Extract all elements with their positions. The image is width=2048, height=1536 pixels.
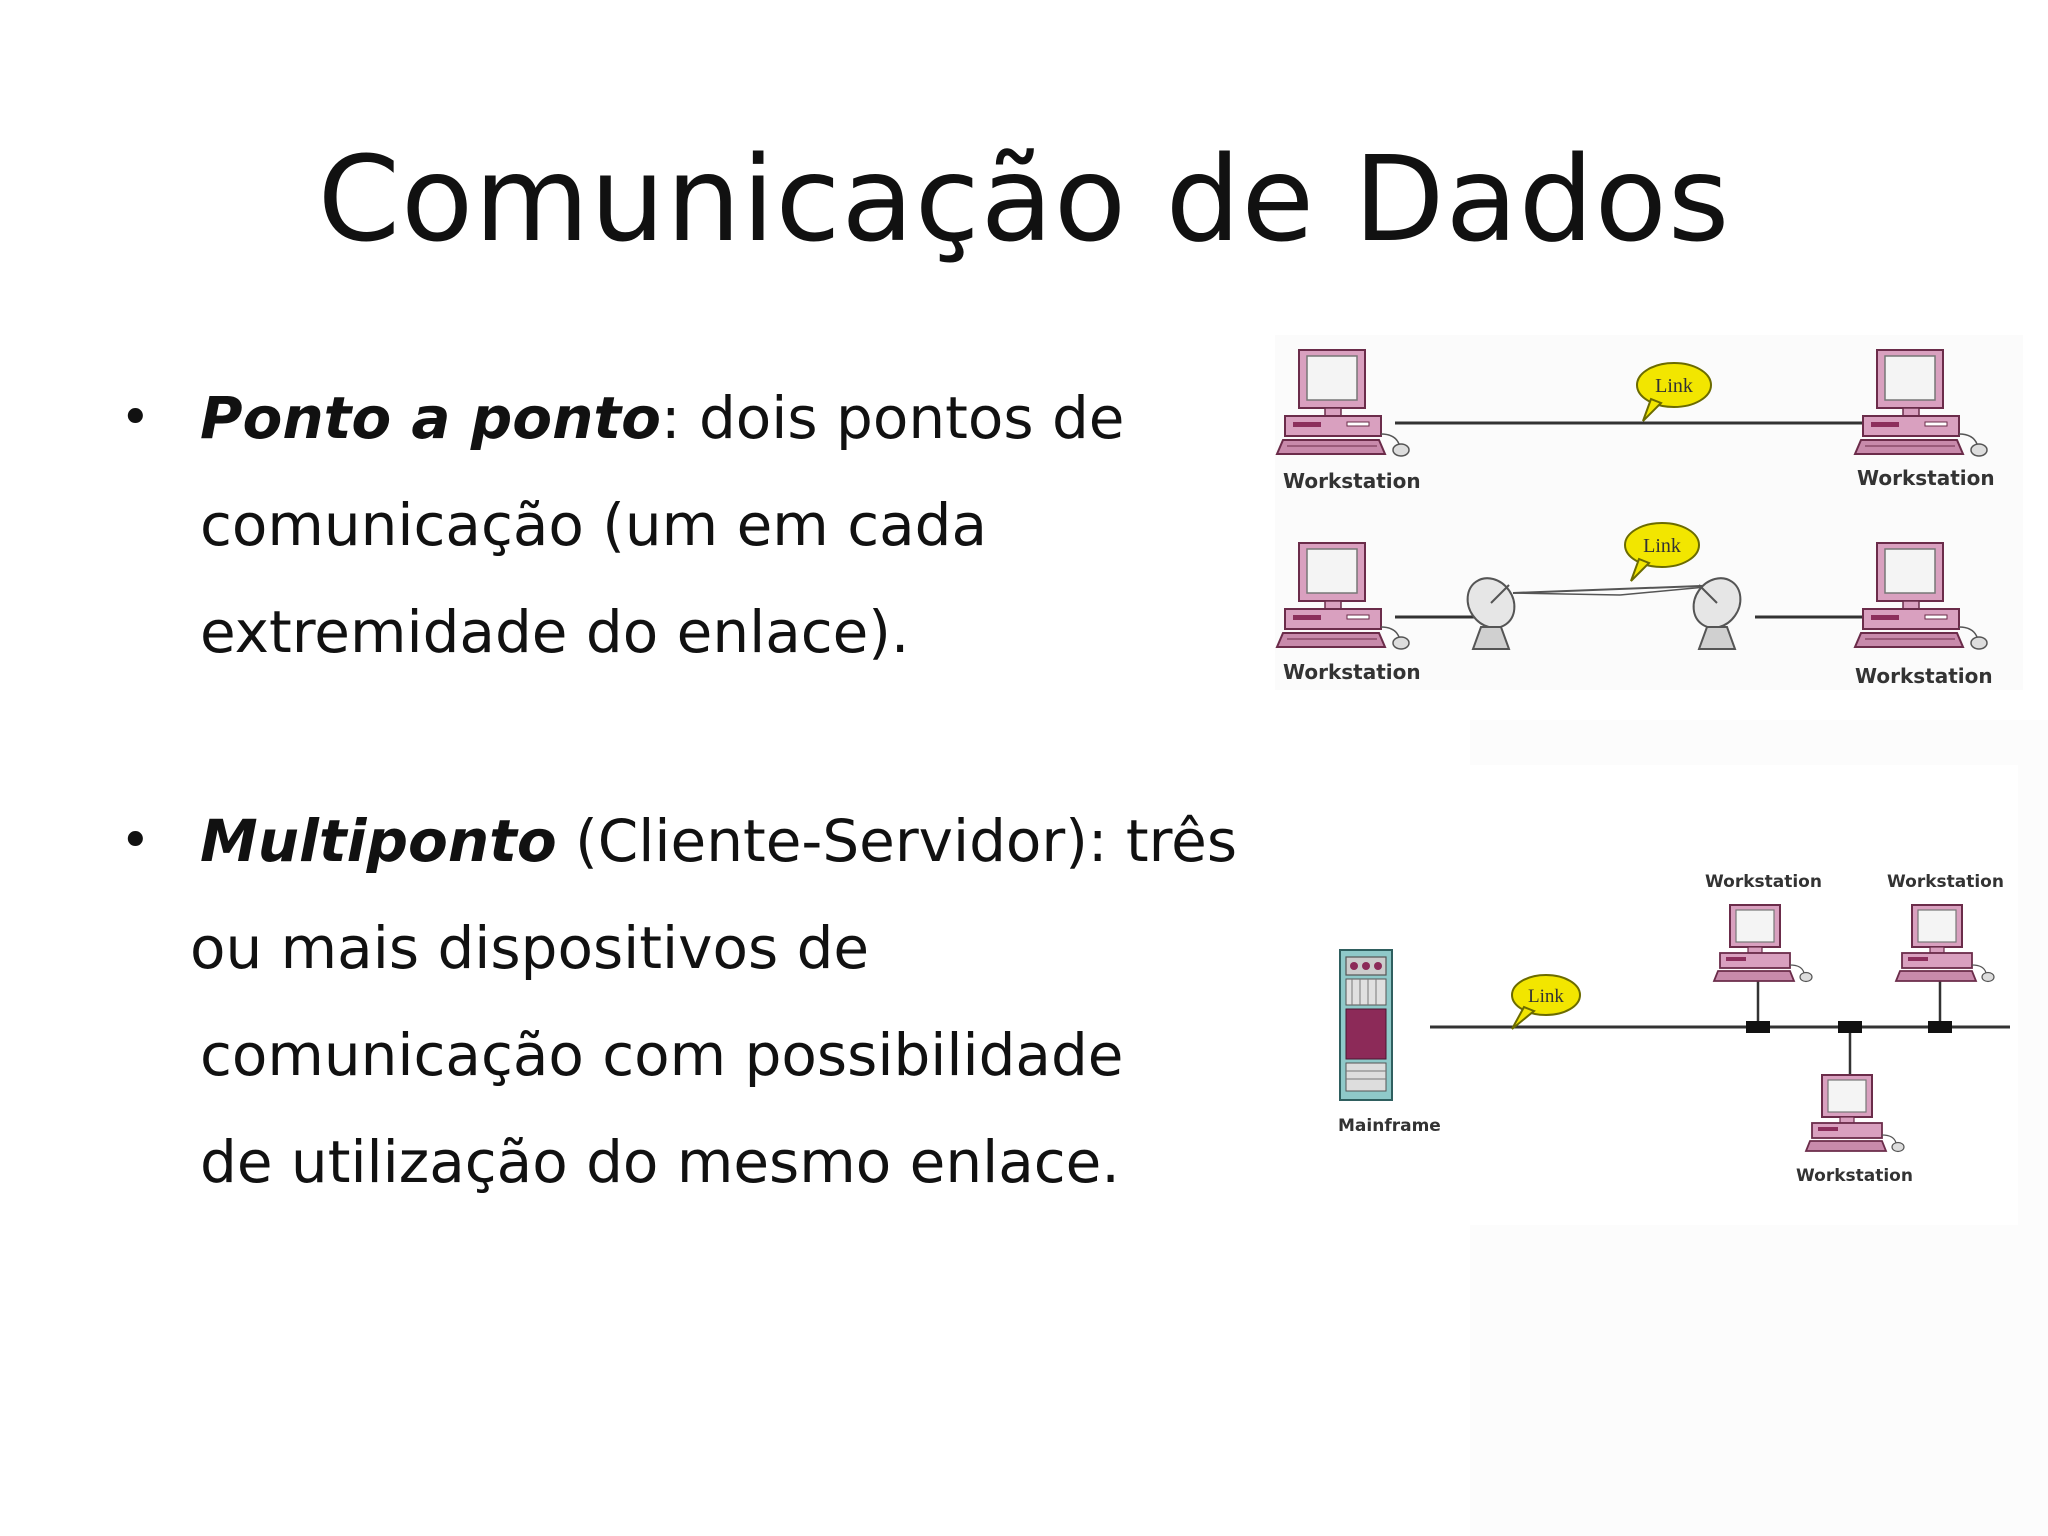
bullet-text: : dois pontos de xyxy=(660,384,1125,452)
workstation-label: Workstation xyxy=(1857,466,1995,490)
workstation-icon xyxy=(1854,349,1988,457)
bullet-text: de utilização do mesmo enlace. xyxy=(200,1128,1120,1196)
network-tap-icon xyxy=(1746,1021,1770,1033)
svg-text:Link: Link xyxy=(1655,375,1693,397)
slide-title: Comunicação de Dados xyxy=(317,130,1731,268)
bullet-text: comunicação com possibilidade xyxy=(200,1021,1124,1089)
link-bubble-icon: Link xyxy=(1624,522,1700,582)
workstation-icon xyxy=(1713,904,1813,983)
svg-text:Link: Link xyxy=(1528,986,1564,1007)
bullet-text: (Cliente-Servidor): três xyxy=(556,807,1238,875)
bullet-text: extremidade do enlace). xyxy=(200,598,910,666)
link-bubble-icon: Link xyxy=(1636,362,1712,422)
workstation-icon xyxy=(1276,349,1410,457)
multipoint-diagram: Mainframe Link Workstation Workstation W… xyxy=(1330,765,2018,1225)
link-bubble-icon: Link xyxy=(1511,974,1581,1030)
workstation-icon xyxy=(1854,542,1988,650)
workstation-label: Workstation xyxy=(1796,1166,1913,1186)
bullet-icon: • xyxy=(120,388,151,448)
point-to-point-diagram: Link Workstation Workstation Link Workst… xyxy=(1275,335,2023,690)
bullet-term: Ponto a ponto xyxy=(200,384,661,452)
workstation-icon xyxy=(1805,1074,1905,1153)
network-tap-icon xyxy=(1928,1021,1952,1033)
workstation-icon xyxy=(1895,904,1995,983)
bullet-multipoint: • Multiponto (Cliente-Servidor): três ou… xyxy=(120,788,1270,1216)
bullet-icon: • xyxy=(120,811,151,871)
workstation-label: Workstation xyxy=(1283,469,1421,493)
network-tap-icon xyxy=(1838,1021,1862,1033)
workstation-label: Workstation xyxy=(1887,872,2004,892)
svg-text:Link: Link xyxy=(1643,535,1681,557)
mainframe-icon xyxy=(1339,949,1393,1101)
mainframe-label: Mainframe xyxy=(1338,1116,1441,1136)
satellite-dish-icon xyxy=(1683,568,1751,650)
workstation-label: Workstation xyxy=(1283,660,1421,684)
bullet-term: Multiponto xyxy=(200,807,557,875)
workstation-label: Workstation xyxy=(1705,872,1822,892)
bullet-text: comunicação (um em cada xyxy=(200,491,988,559)
workstation-label: Workstation xyxy=(1855,664,1993,688)
satellite-dish-icon xyxy=(1457,568,1525,650)
bullet-point-to-point: • Ponto a ponto: dois pontos de comunica… xyxy=(120,365,1270,686)
bullet-text: ou mais dispositivos de xyxy=(190,914,870,982)
bullet-list: • Ponto a ponto: dois pontos de comunica… xyxy=(120,365,1270,1216)
workstation-icon xyxy=(1276,542,1410,650)
